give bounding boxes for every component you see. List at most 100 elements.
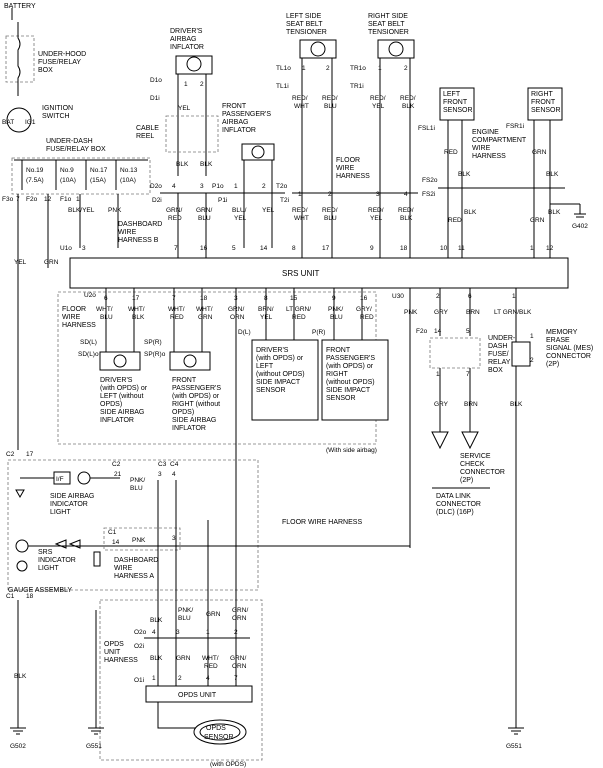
svg-text:LEFT (without: LEFT (without (100, 393, 143, 400)
left-seatbelt-tensioner: LEFT SIDE SEAT BELT TENSIONER TL1o TL1i … (276, 13, 338, 258)
svg-text:18: 18 (200, 295, 208, 302)
svg-text:C2: C2 (112, 461, 121, 468)
svg-text:REEL: REEL (136, 133, 154, 140)
svg-text:BLU: BLU (324, 215, 337, 222)
svg-text:PASSENGER'S: PASSENGER'S (326, 355, 375, 362)
svg-text:WIRE: WIRE (472, 145, 491, 152)
svg-text:CHECK: CHECK (460, 461, 485, 468)
svg-text:3: 3 (176, 629, 180, 636)
driver-airbag-inflator: DRIVER'S AIRBAG INFLATOR D1o D1i 1 2 YEL (150, 28, 213, 176)
dlc-group: GRY BRN BLK SERVICE CHECK CONNECTOR (2P)… (431, 401, 523, 516)
svg-text:WHT/: WHT/ (168, 306, 185, 313)
svg-text:SENSOR: SENSOR (256, 387, 286, 394)
svg-text:P1o: P1o (212, 183, 224, 190)
svg-text:PNK: PNK (404, 309, 418, 316)
svg-text:12: 12 (546, 245, 554, 252)
svg-text:WIRE: WIRE (118, 229, 137, 236)
svg-text:G502: G502 (10, 743, 26, 750)
svg-text:BLU/: BLU/ (232, 207, 247, 214)
svg-text:O2o: O2o (134, 629, 147, 636)
svg-text:FSR1i: FSR1i (506, 123, 524, 130)
svg-text:SIDE IMPACT: SIDE IMPACT (326, 387, 371, 394)
svg-text:WIRE: WIRE (62, 314, 81, 321)
svg-text:BLK: BLK (510, 401, 523, 408)
svg-text:SP(R)o: SP(R)o (144, 351, 166, 358)
fuse-19: No.19 (7.5A) (21, 160, 44, 190)
svg-text:9: 9 (370, 245, 374, 252)
svg-text:7: 7 (466, 371, 470, 378)
svg-text:TENSIONER: TENSIONER (368, 29, 409, 36)
svg-text:C1: C1 (6, 593, 15, 600)
svg-text:GRY/: GRY/ (356, 306, 372, 313)
svg-text:INFLATOR: INFLATOR (222, 127, 256, 134)
svg-text:1: 1 (234, 183, 238, 190)
svg-text:RED: RED (170, 314, 184, 321)
front-passenger-airbag-inflator: FRONT PASSENGER'S AIRBAG INFLATOR (222, 103, 275, 248)
svg-text:FSL1i: FSL1i (418, 125, 435, 132)
svg-text:INDICATOR: INDICATOR (50, 501, 88, 508)
svg-text:GAUGE ASSEMBLY: GAUGE ASSEMBLY (8, 587, 72, 594)
battery-label: BATTERY (4, 3, 36, 10)
ground-g502: BLK G502 (10, 600, 27, 750)
svg-text:PNK/: PNK/ (178, 607, 193, 614)
svg-text:No.19: No.19 (26, 167, 44, 174)
svg-text:11: 11 (458, 245, 465, 252)
svg-text:FLOOR: FLOOR (62, 306, 86, 313)
svg-text:SIDE AIRBAG: SIDE AIRBAG (100, 409, 144, 416)
u30-group: U30 2 6 1 PNK GRY BRN LT GRN/BLK (392, 288, 532, 548)
svg-text:PNK: PNK (132, 537, 146, 544)
svg-text:1: 1 (530, 333, 534, 340)
svg-text:PASSENGER'S: PASSENGER'S (172, 385, 221, 392)
svg-text:RED: RED (292, 314, 306, 321)
svg-text:GRY: GRY (434, 309, 449, 316)
t2-connector: T2o T2i 1 2 3 4 (276, 183, 418, 204)
svg-text:FUSE/RELAY BOX: FUSE/RELAY BOX (46, 146, 106, 153)
svg-text:F2o: F2o (416, 328, 428, 335)
right-seatbelt-tensioner: RIGHT SIDE SEAT BELT TENSIONER TR1o TR1i… (350, 13, 416, 258)
svg-text:4: 4 (152, 629, 156, 636)
svg-text:BLU: BLU (330, 314, 343, 321)
svg-text:3: 3 (376, 191, 380, 198)
svg-text:O2i: O2i (134, 643, 144, 650)
svg-text:2: 2 (200, 81, 204, 88)
svg-text:18: 18 (400, 245, 408, 252)
svg-text:No.13: No.13 (120, 167, 138, 174)
svg-text:SWITCH: SWITCH (42, 113, 70, 120)
svg-text:DASHBOARD: DASHBOARD (114, 557, 158, 564)
svg-text:BLK: BLK (176, 161, 189, 168)
svg-text:BLK: BLK (132, 314, 145, 321)
svg-text:ORN: ORN (232, 615, 247, 622)
svg-text:D1i: D1i (150, 95, 160, 102)
svg-text:8: 8 (292, 245, 296, 252)
svg-text:RED/: RED/ (400, 95, 416, 102)
svg-text:14: 14 (434, 328, 442, 335)
svg-text:T2o: T2o (276, 183, 288, 190)
svg-text:SEAT BELT: SEAT BELT (368, 21, 405, 28)
svg-text:PNK/: PNK/ (130, 477, 145, 484)
svg-text:RED/: RED/ (368, 207, 384, 214)
svg-text:BLK: BLK (458, 171, 471, 178)
svg-text:LT GRN/BLK: LT GRN/BLK (494, 309, 532, 316)
svg-text:WHT: WHT (294, 103, 309, 110)
svg-text:PNK: PNK (108, 207, 122, 214)
svg-text:(2P): (2P) (546, 361, 559, 368)
svg-text:SD(L): SD(L) (80, 339, 97, 346)
svg-text:(15A): (15A) (90, 177, 106, 184)
g402-ground: G402 (550, 203, 588, 230)
svg-text:1: 1 (152, 675, 156, 682)
svg-text:FUSE/RELAY: FUSE/RELAY (38, 59, 81, 66)
svg-text:RED: RED (444, 149, 458, 156)
svg-text:FLOOR: FLOOR (336, 157, 360, 164)
svg-text:HARNESS: HARNESS (62, 322, 96, 329)
svg-text:U30: U30 (392, 293, 404, 300)
right-side-airbag-inflator: FRONT PASSENGER'S (with OPDS) or RIGHT (… (169, 351, 221, 432)
svg-text:LEFT: LEFT (256, 363, 274, 370)
svg-text:GRN: GRN (532, 149, 547, 156)
svg-text:16: 16 (360, 295, 368, 302)
svg-text:SENSOR: SENSOR (204, 734, 234, 741)
svg-text:YEL: YEL (14, 259, 27, 266)
battery-group: BATTERY (4, 3, 36, 20)
svg-text:WHT: WHT (294, 215, 309, 222)
svg-text:GRY: GRY (434, 401, 449, 408)
svg-text:RED/: RED/ (322, 95, 338, 102)
